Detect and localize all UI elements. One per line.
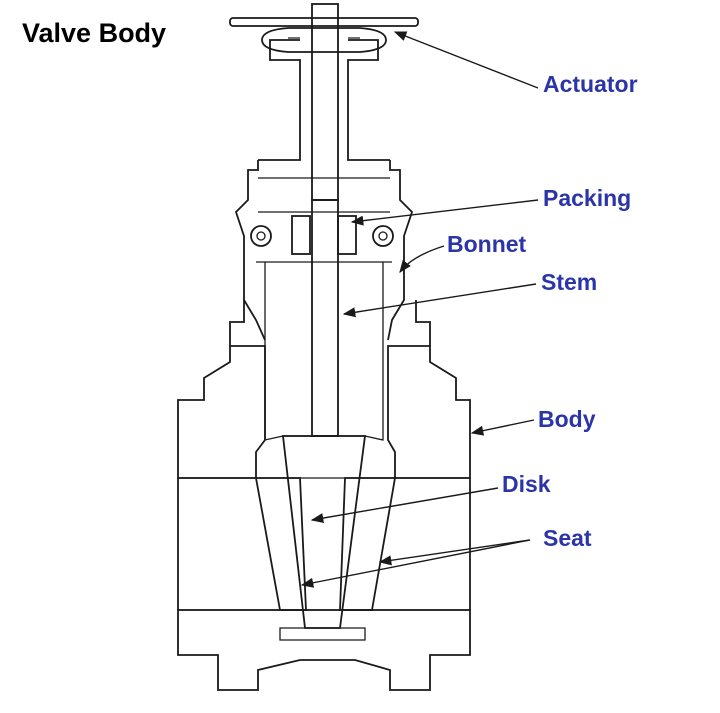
actuator: [229, 17, 419, 53]
valve-body: [177, 300, 471, 691]
seat: [254, 477, 397, 611]
diagram-title: Valve Body: [22, 18, 166, 48]
label-bonnet: Bonnet: [447, 231, 527, 257]
label-packing: Packing: [543, 185, 631, 211]
actuator-leader: [393, 31, 539, 89]
disk: [281, 435, 367, 629]
stem-leader: [342, 283, 537, 318]
body-leader: [470, 419, 535, 436]
seat-leader-left: [300, 539, 531, 588]
label-body: Body: [538, 406, 596, 432]
stem: [311, 3, 339, 437]
bonnet-leader: [399, 245, 445, 274]
packing: [291, 215, 357, 255]
leader-lines: [300, 31, 539, 588]
bonnet: [234, 39, 414, 441]
label-seat: Seat: [543, 525, 592, 551]
disk-leader: [310, 487, 499, 524]
labels: Actuator Packing Bonnet Stem Body Disk S…: [447, 71, 638, 551]
label-disk: Disk: [502, 471, 551, 497]
seat-leader-right: [378, 539, 531, 566]
label-stem: Stem: [541, 269, 597, 295]
label-actuator: Actuator: [543, 71, 638, 97]
packing-leader: [350, 199, 539, 226]
